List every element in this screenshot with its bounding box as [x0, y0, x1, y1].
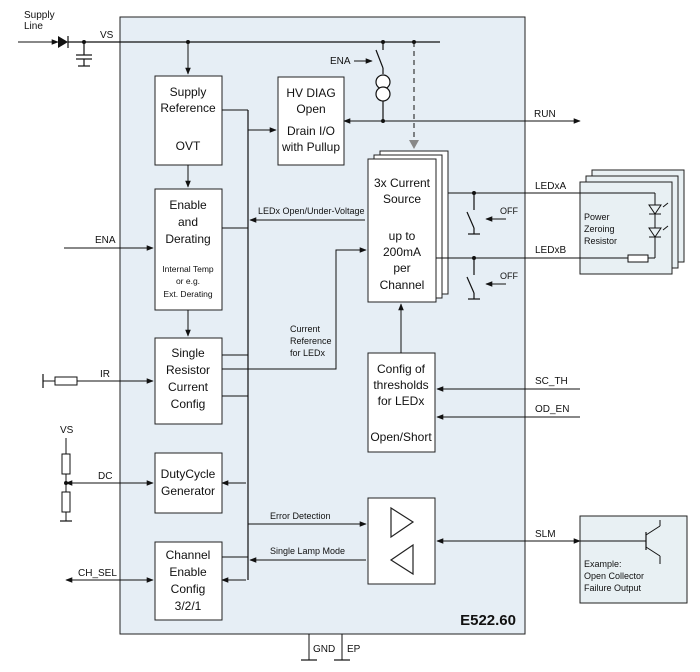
current-source-stack	[367, 150, 449, 303]
off1-label: OFF	[500, 206, 518, 216]
current-ref-1: Current	[290, 324, 321, 334]
ledxa-label: LEDxA	[535, 181, 566, 192]
ch-line4: 3/2/1	[175, 599, 202, 613]
hvdiag-line3: Drain I/O	[287, 124, 335, 138]
od-en-label: OD_EN	[535, 404, 569, 415]
power-zeroing-1: Power	[584, 212, 610, 222]
duty-line2: Generator	[161, 484, 215, 498]
dc-label: DC	[98, 471, 112, 482]
resistor-icon	[627, 254, 649, 263]
ena-top-label: ENA	[330, 56, 351, 67]
hv-diag-block	[277, 76, 345, 166]
supply-ref-line3: OVT	[176, 139, 201, 153]
off-switch-1	[466, 193, 480, 235]
cs-line2: Source	[383, 192, 421, 206]
cfg-line4: Open/Short	[370, 430, 432, 444]
cs-line4: 200mA	[383, 245, 421, 259]
ch-line2: Enable	[169, 565, 207, 579]
supply-ref-line2: Reference	[160, 101, 216, 115]
capacitor-icon	[76, 42, 92, 67]
supply-line-label: Supply	[24, 10, 55, 21]
enable-line2: and	[178, 215, 198, 229]
led-icon	[648, 193, 669, 258]
supply-line-label-2: Line	[24, 21, 43, 32]
ch-sel-label: CH_SEL	[78, 568, 117, 579]
enable-line3: Derating	[165, 232, 210, 246]
cfg-line2: thresholds	[373, 378, 428, 392]
enable-small3: Ext. Derating	[163, 289, 212, 299]
single-lamp-label: Single Lamp Mode	[270, 546, 345, 556]
diode-icon	[58, 36, 69, 48]
cfg-line1: Config of	[377, 362, 426, 376]
cs-line1: 3x Current	[374, 176, 431, 190]
vs-divider-label: VS	[60, 425, 74, 436]
sc-th-label: SC_TH	[535, 376, 568, 387]
sr-line2: Resistor	[166, 363, 210, 377]
example-line1: Example:	[584, 559, 622, 569]
transistor-icon	[580, 520, 661, 564]
slm-label: SLM	[535, 529, 556, 540]
driver-triangle-left	[389, 543, 414, 576]
hvdiag-line1: HV DIAG	[286, 86, 335, 100]
slm-driver-block	[367, 497, 436, 585]
duty-line1: DutyCycle	[161, 467, 216, 481]
channel-enable-block	[154, 541, 223, 621]
off2-label: OFF	[500, 271, 518, 281]
current-source-icon	[375, 74, 391, 102]
supply-ref-line1: Supply	[170, 85, 207, 99]
sr-line1: Single	[171, 346, 205, 360]
ir-resistor-icon	[54, 376, 78, 386]
ep-label: EP	[347, 644, 361, 655]
enable-derating-block	[154, 188, 223, 311]
ch-line3: Config	[171, 582, 206, 596]
power-zeroing-2: Zeroing	[584, 224, 615, 234]
divider-resistor-top	[61, 453, 71, 475]
off-switch-2	[466, 258, 480, 300]
current-ref-3: for LEDx	[290, 348, 326, 358]
enable-small2: or e.g.	[176, 276, 200, 286]
run-label: RUN	[534, 109, 556, 120]
ledx-ouv-label: LEDx Open/Under-Voltage	[258, 206, 365, 216]
hvdiag-line4: with Pullup	[281, 140, 340, 154]
cs-line5: per	[393, 261, 410, 275]
switch-icon	[375, 42, 384, 74]
chip-name: E522.60	[460, 612, 516, 629]
sr-line4: Config	[171, 397, 206, 411]
hvdiag-line2: Open	[296, 102, 325, 116]
ledxb-label: LEDxB	[535, 245, 566, 256]
enable-line1: Enable	[169, 198, 207, 212]
ena-left-label: ENA	[95, 235, 116, 246]
config-thresholds-block	[367, 352, 436, 453]
sr-line3: Current	[168, 380, 209, 394]
led-board-stack	[579, 169, 685, 275]
cs-line3: up to	[389, 229, 416, 243]
driver-triangle-right	[390, 506, 415, 539]
example-box	[579, 515, 688, 604]
enable-small1: Internal Temp	[162, 264, 214, 274]
power-zeroing-3: Resistor	[584, 236, 617, 246]
example-line3: Failure Output	[584, 583, 642, 593]
gnd-label: GND	[313, 644, 335, 655]
current-ref-2: Reference	[290, 336, 332, 346]
single-resistor-block	[154, 337, 223, 425]
dutycycle-block	[154, 452, 223, 514]
ir-label: IR	[100, 369, 110, 380]
example-line2: Open Collector	[584, 571, 644, 581]
vs-label: VS	[100, 30, 114, 41]
cfg-line3: for LEDx	[378, 394, 425, 408]
ch-line1: Channel	[166, 548, 211, 562]
supply-reference-block	[154, 75, 223, 166]
divider-resistor-bottom	[61, 491, 71, 513]
error-detection-label: Error Detection	[270, 511, 331, 521]
cs-line6: Channel	[380, 278, 425, 292]
